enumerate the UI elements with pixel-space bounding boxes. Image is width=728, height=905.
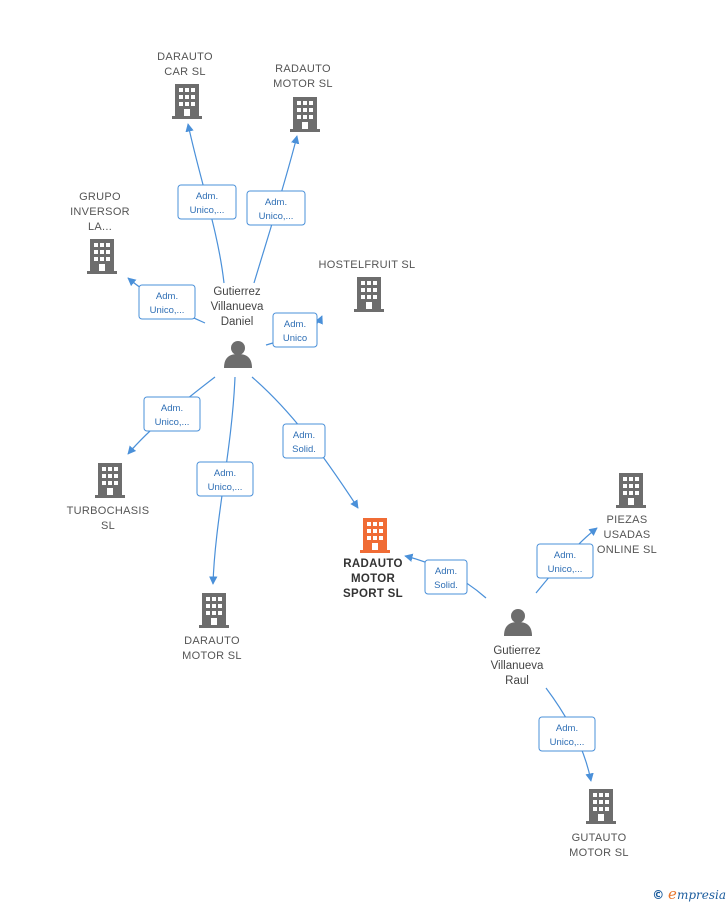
building-icon bbox=[586, 789, 616, 824]
building-icon bbox=[95, 463, 125, 498]
svg-text:Unico: Unico bbox=[283, 333, 307, 344]
svg-text:Unico,...: Unico,... bbox=[550, 737, 585, 748]
svg-text:Adm.: Adm. bbox=[554, 550, 576, 561]
svg-text:Raul: Raul bbox=[505, 675, 529, 687]
company-node[interactable]: RADAUTO MOTOR SL bbox=[273, 63, 333, 132]
svg-text:Solid.: Solid. bbox=[292, 444, 316, 455]
svg-text:CAR SL: CAR SL bbox=[164, 66, 206, 78]
building-icon bbox=[354, 277, 384, 312]
svg-text:Villanueva: Villanueva bbox=[211, 301, 264, 313]
company-node[interactable]: DARAUTO MOTOR SL bbox=[182, 593, 242, 662]
company-node[interactable]: HOSTELFRUIT SL bbox=[319, 259, 416, 312]
svg-text:Adm.: Adm. bbox=[161, 403, 183, 414]
relation-label[interactable]: Adm. Unico,... bbox=[138, 284, 196, 320]
svg-text:USADAS: USADAS bbox=[603, 529, 650, 541]
building-icon bbox=[360, 518, 390, 553]
svg-text:RADAUTO: RADAUTO bbox=[275, 63, 331, 75]
svg-text:DARAUTO: DARAUTO bbox=[157, 51, 213, 63]
building-icon bbox=[87, 239, 117, 274]
building-icon bbox=[290, 97, 320, 132]
svg-text:Solid.: Solid. bbox=[434, 580, 458, 591]
svg-text:MOTOR SL: MOTOR SL bbox=[273, 78, 333, 90]
svg-text:Adm.: Adm. bbox=[196, 191, 218, 202]
relation-label[interactable]: Adm. Unico,... bbox=[246, 190, 306, 226]
person-nodes: Gutierrez Villanueva Daniel Gutierrez Vi… bbox=[211, 286, 544, 687]
svg-text:DARAUTO: DARAUTO bbox=[184, 635, 240, 647]
company-node[interactable]: GRUPO INVERSOR LA... bbox=[70, 191, 130, 274]
svg-text:MOTOR SL: MOTOR SL bbox=[569, 847, 629, 859]
building-icon bbox=[172, 84, 202, 119]
svg-text:Gutierrez: Gutierrez bbox=[493, 645, 541, 657]
svg-text:GRUPO: GRUPO bbox=[79, 191, 121, 203]
company-nodes: DARAUTO CAR SL RADAUTO MOTOR SL GRUPO IN… bbox=[67, 51, 657, 859]
svg-text:Unico,...: Unico,... bbox=[190, 205, 225, 216]
svg-text:HOSTELFRUIT SL: HOSTELFRUIT SL bbox=[319, 259, 416, 271]
relation-label[interactable]: Adm. Unico,... bbox=[177, 184, 237, 220]
svg-text:Unico,...: Unico,... bbox=[259, 211, 294, 222]
relation-label[interactable]: Adm. Unico,... bbox=[143, 396, 201, 432]
building-icon bbox=[199, 593, 229, 628]
svg-text:Gutierrez: Gutierrez bbox=[213, 286, 261, 298]
svg-text:Unico,...: Unico,... bbox=[155, 417, 190, 428]
svg-text:Adm.: Adm. bbox=[293, 430, 315, 441]
svg-text:Unico,...: Unico,... bbox=[208, 482, 243, 493]
relation-label[interactable]: Adm. Unico,... bbox=[196, 461, 254, 497]
svg-text:MOTOR: MOTOR bbox=[351, 573, 395, 585]
svg-text:Adm.: Adm. bbox=[214, 468, 236, 479]
building-icon bbox=[616, 473, 646, 508]
person-node[interactable]: Gutierrez Villanueva Raul bbox=[491, 609, 544, 687]
svg-text:Adm.: Adm. bbox=[556, 723, 578, 734]
relation-label[interactable]: Adm. Solid. bbox=[282, 423, 326, 459]
relation-label[interactable]: Adm. Solid. bbox=[424, 559, 468, 595]
person-node[interactable]: Gutierrez Villanueva Daniel bbox=[211, 286, 264, 368]
relation-label[interactable]: Adm. Unico,... bbox=[538, 716, 596, 752]
person-icon bbox=[224, 341, 252, 368]
svg-text:Villanueva: Villanueva bbox=[491, 660, 544, 672]
svg-text:Adm.: Adm. bbox=[156, 291, 178, 302]
svg-text:RADAUTO: RADAUTO bbox=[343, 558, 402, 570]
svg-text:Adm.: Adm. bbox=[435, 566, 457, 577]
brand-logo-text: mpresia bbox=[676, 888, 726, 902]
main-company-node[interactable]: RADAUTO MOTOR SPORT SL bbox=[343, 518, 403, 600]
company-node[interactable]: GUTAUTO MOTOR SL bbox=[569, 789, 629, 859]
svg-text:Adm.: Adm. bbox=[265, 197, 287, 208]
svg-text:SPORT SL: SPORT SL bbox=[343, 588, 403, 600]
svg-text:PIEZAS: PIEZAS bbox=[607, 514, 648, 526]
svg-text:Adm.: Adm. bbox=[284, 319, 306, 330]
svg-text:LA...: LA... bbox=[88, 221, 112, 233]
svg-text:MOTOR SL: MOTOR SL bbox=[182, 650, 242, 662]
relation-label[interactable]: Adm. Unico bbox=[272, 312, 318, 348]
svg-text:Unico,...: Unico,... bbox=[548, 564, 583, 575]
relation-labels: Adm. Unico,... Adm. Unico,... Adm. Unico,..… bbox=[138, 184, 596, 752]
svg-text:Daniel: Daniel bbox=[221, 316, 254, 328]
svg-text:TURBOCHASIS: TURBOCHASIS bbox=[67, 505, 150, 517]
relation-label[interactable]: Adm. Unico,... bbox=[536, 543, 594, 579]
svg-text:ONLINE SL: ONLINE SL bbox=[597, 544, 657, 556]
company-node[interactable]: PIEZAS USADAS ONLINE SL bbox=[597, 473, 657, 556]
company-node[interactable]: DARAUTO CAR SL bbox=[157, 51, 213, 119]
svg-text:Unico,...: Unico,... bbox=[150, 305, 185, 316]
svg-text:SL: SL bbox=[101, 520, 115, 532]
person-icon bbox=[504, 609, 532, 636]
copyright-icon: © bbox=[652, 888, 665, 902]
svg-text:INVERSOR: INVERSOR bbox=[70, 206, 130, 218]
brand-footer[interactable]: © empresia bbox=[652, 885, 726, 903]
company-node[interactable]: TURBOCHASIS SL bbox=[67, 463, 150, 532]
svg-text:GUTAUTO: GUTAUTO bbox=[572, 832, 627, 844]
brand-logo-letter: e bbox=[668, 885, 677, 903]
